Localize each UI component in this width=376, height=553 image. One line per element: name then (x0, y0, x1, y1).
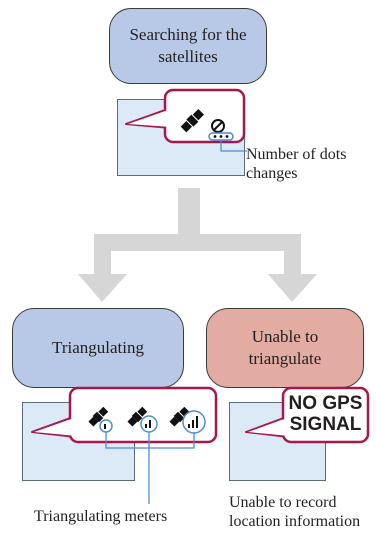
step-triangulating-label: Triangulating (52, 338, 144, 357)
arrow-right-stem (284, 234, 301, 278)
no-gps-signal-text: NO GPS SIGNAL (285, 393, 366, 435)
step-searching-label: Searching for the satellites (129, 25, 247, 66)
step-unable-label: Unable to triangulate (248, 327, 322, 368)
meters-leader-lines (105, 432, 195, 504)
annotation-record: Unable to record location information (229, 494, 361, 530)
annotation-meters: Triangulating meters (34, 508, 168, 525)
no-gps-line-1: NO GPS (288, 393, 363, 414)
arrow-left-head (78, 274, 127, 302)
annotation-dots: Number of dots changes (246, 146, 347, 182)
no-gps-line-2: SIGNAL (289, 414, 362, 435)
dots-leader-line (220, 140, 247, 152)
satellite-searching-icon (180, 108, 225, 133)
step-unable-box: Unable to triangulate (206, 308, 364, 388)
arrow-right-head (268, 274, 317, 302)
arrow-stem (178, 188, 200, 248)
arrow-crossbar (94, 234, 300, 251)
arrow-left-stem (94, 234, 111, 278)
step-triangulating-box: Triangulating (12, 308, 184, 388)
step-searching-box: Searching for the satellites (109, 8, 267, 84)
